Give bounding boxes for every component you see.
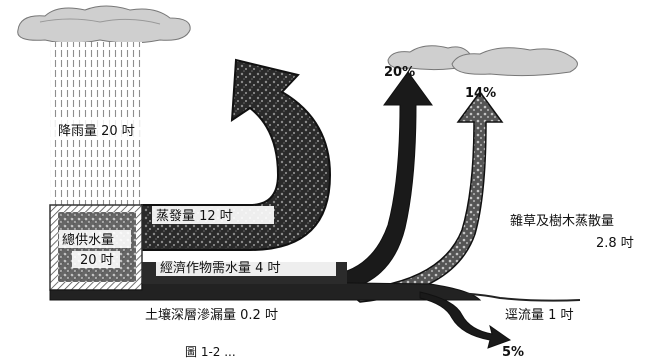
cloud-right-icon xyxy=(387,45,578,77)
arrow-20-percent xyxy=(328,71,433,291)
total-supply-label: 總供水量 xyxy=(62,232,114,248)
runoff-stream xyxy=(419,291,581,349)
crop-water-label: 經濟作物需水量 4 吋 xyxy=(160,260,281,276)
evaporation-label: 蒸發量 12 吋 xyxy=(156,209,233,224)
weed-transpiration-value: 2.8 吋 xyxy=(596,236,634,251)
percent-14-label: 14% xyxy=(465,86,496,101)
caption: 圖 1-2 ... xyxy=(185,345,236,358)
rainfall-label: 降雨量 20 吋 xyxy=(58,124,135,139)
deep-percolation-label: 土壤深層滲漏量 0.2 吋 xyxy=(145,307,278,323)
runoff-label: 逕流量 1 吋 xyxy=(505,308,574,323)
total-supply-value: 20 吋 xyxy=(80,253,114,268)
percent-20-label: 20% xyxy=(384,65,415,80)
rain-cloud-icon xyxy=(17,5,191,44)
weed-transpiration-label: 雜草及樹木蒸散量 xyxy=(510,214,614,229)
evaporation-arrow xyxy=(141,58,332,251)
percent-5-label: 5% xyxy=(502,345,524,358)
arrow-14-percent xyxy=(342,90,504,303)
